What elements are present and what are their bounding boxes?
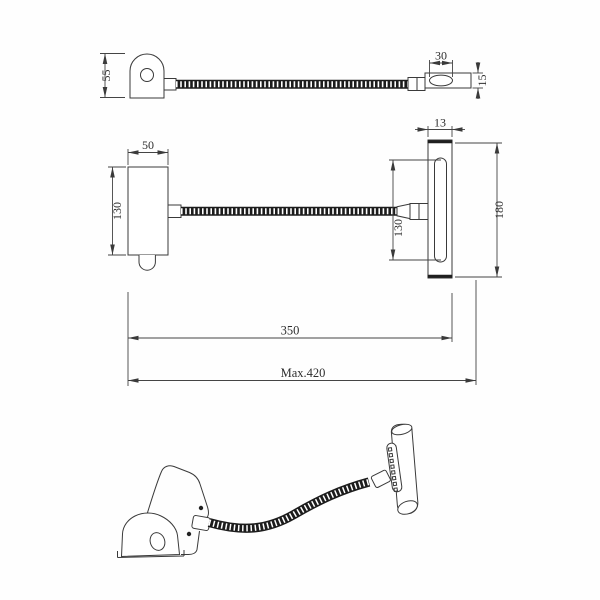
lens-ellipse [429,74,453,87]
dim-label-350: 350 [281,324,300,338]
bracket-body-outline [143,465,209,525]
bracket-arm-connector [191,515,211,531]
lamp-head-side [424,72,472,89]
led-4 [390,464,395,469]
led-strip [386,442,403,493]
dimension-bracket-width: 50 [127,138,169,165]
led-8 [393,487,399,492]
dimension-arm-span: 350 [128,324,452,341]
dim-label-180: 180 [492,201,506,219]
led-3 [389,458,394,464]
perspective-view [117,423,419,558]
dimension-head-length: 180 [455,142,506,278]
head-open-end [397,500,418,515]
led-2 [388,452,394,458]
screw-dot-lower [186,531,192,537]
wall-bracket-front [127,166,169,256]
bracket-body-lower-edge [181,530,200,555]
dim-label-max-420: Max.420 [281,366,326,380]
side-view: 55 30 15 [99,49,489,99]
switch-knob [138,255,156,271]
head-top-cap [391,423,413,436]
dimension-lens-width: 30 [429,49,453,77]
gooseneck-arm [207,477,371,533]
led-1 [387,447,393,452]
arm-collar-front [167,204,182,218]
mounting-hole [149,532,166,551]
dim-label-130-right: 130 [391,219,405,237]
led-6 [391,475,397,481]
head-arm-connector [370,469,391,488]
dimension-bracket-depth: 55 [99,53,125,98]
arm-taper [396,203,411,220]
dim-label-50: 50 [142,138,154,152]
front-view: 50 130 13 130 [108,116,506,279]
dimension-max-reach: Max.420 [128,366,476,383]
arm-collar-left [163,78,177,91]
dim-label-55: 55 [99,70,113,82]
wall-bracket-side-outline [129,53,165,99]
led-7 [392,481,398,487]
bracket-hole [140,68,154,82]
screw-dot-upper [198,505,204,511]
bracket-base-lip [117,555,185,558]
dim-label-13: 13 [434,116,446,130]
dim-label-130-left: 130 [110,202,124,220]
led-5 [390,470,396,475]
lamp-head-perspective [386,423,419,515]
lamp-head-front [427,139,453,279]
dimension-bracket-height: 130 [108,166,126,256]
dimension-window-length: 130 [389,159,441,261]
dimension-head-depth: 13 [415,116,465,137]
overall-dimensions: 350 Max.420 [127,280,477,386]
bracket-front-face [120,512,181,558]
led-window-slot [434,157,447,263]
dim-label-15: 15 [475,75,489,87]
dimension-head-height: 15 [472,62,489,99]
dim-label-30: 30 [435,49,447,63]
